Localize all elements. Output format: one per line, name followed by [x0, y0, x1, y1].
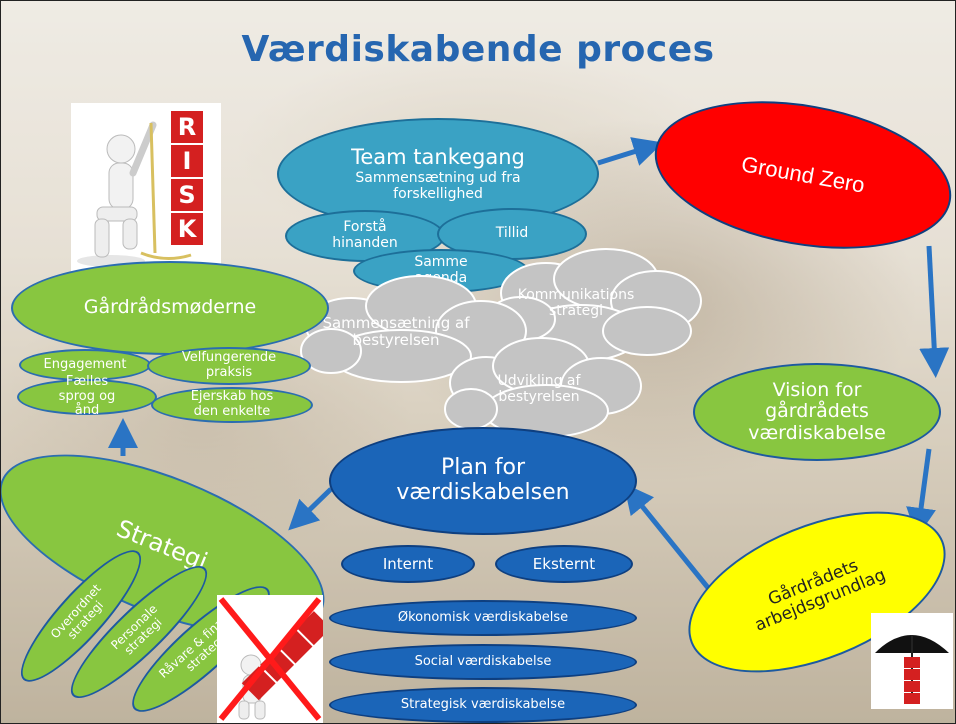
- risk-block-s: S: [171, 179, 203, 211]
- meetings-item-velfungerende: Velfungerende praksis: [147, 347, 311, 385]
- plan-item-okonomisk: Økonomisk værdiskabelse: [329, 600, 637, 636]
- arrow-groundzero-to-vision: [919, 245, 950, 378]
- risk-block-i: I: [171, 145, 203, 177]
- crossed-risk-image: [217, 595, 323, 723]
- vision-label: Vision for gårdrådets værdiskabelse: [748, 379, 886, 444]
- arrow-plan-to-strategy: [288, 487, 333, 531]
- cloud-kommunikation-label: Kommunikations strategi: [517, 287, 635, 320]
- umbrella-risk-svg: [875, 635, 949, 704]
- plan-item-social: Social værdiskabelse: [329, 644, 637, 680]
- team-title: Team tankegang: [351, 144, 525, 169]
- plan-node: Plan for værdiskabelsen: [329, 427, 637, 535]
- cloud-sammensaetning-label: Sammensætning af bestyrelsen: [322, 314, 470, 350]
- risk-block-r: R: [171, 111, 203, 143]
- meetings-item-faelles: Fælles sprog og ånd: [17, 374, 157, 418]
- arrow-team-to-groundzero: [597, 137, 664, 166]
- risk-block-k: K: [171, 213, 203, 245]
- crossed-risk-svg: [218, 597, 323, 721]
- arrow-arbejdsgrundlag-to-plan: [623, 483, 711, 591]
- meetings-node: Gårdrådsmøderne: [11, 261, 329, 355]
- umbrella-risk-image: [871, 613, 953, 709]
- plan-item-internt: Internt: [341, 545, 475, 583]
- arrow-vision-to-arbejdsgrundlag: [906, 448, 936, 538]
- plan-item-eksternt: Eksternt: [495, 545, 633, 583]
- plan-item-strategisk: Strategisk værdiskabelse: [329, 687, 637, 723]
- cloud-kommunikation: [486, 248, 702, 362]
- meetings-title: Gårdrådsmøderne: [83, 296, 257, 319]
- cloud-sammensaetning: [300, 275, 527, 383]
- slide-title: Værdiskabende proces: [241, 29, 715, 70]
- meetings-item-ejerskab: Ejerskab hos den enkelte: [151, 387, 313, 423]
- risk-figure-image: R I S K: [71, 103, 221, 273]
- cloud-udvikling: [444, 337, 642, 438]
- plan-title: Plan for værdiskabelsen: [396, 455, 570, 505]
- vision-node: Vision for gårdrådets værdiskabelse: [693, 363, 941, 461]
- team-subtitle: Sammensætning ud fra forskellighed: [355, 170, 521, 202]
- cloud-udvikling-label: Udvikling af bestyrelsen: [497, 373, 581, 406]
